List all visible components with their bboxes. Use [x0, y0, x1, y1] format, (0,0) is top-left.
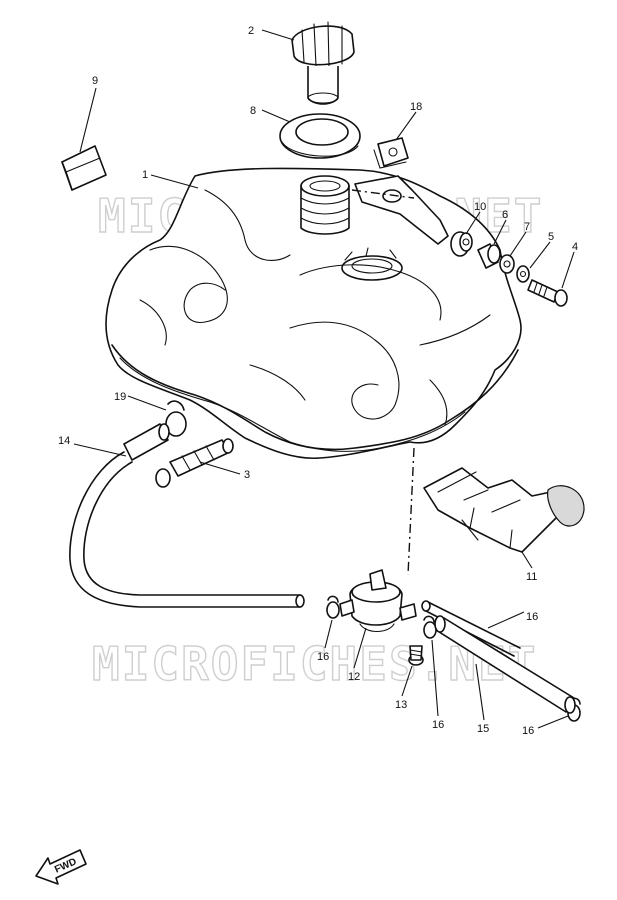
- part-tank-protector: [423, 467, 585, 553]
- part-fuel-hose-short: [434, 615, 576, 714]
- leader-lines: [73, 29, 575, 729]
- callout-2: 2: [248, 25, 254, 37]
- callouts: 2 8 9 18 1 10 6 7 5 4 19 14 3 11 16 16 1…: [58, 25, 578, 737]
- part-fuel-cap: [291, 21, 355, 105]
- centerline-bracket: [351, 189, 415, 199]
- callout-19: 19: [114, 391, 126, 403]
- part-nut-clip: [373, 137, 409, 169]
- callout-4: 4: [572, 241, 578, 253]
- callout-8: 8: [250, 105, 256, 117]
- part-cap-gasket: [279, 113, 361, 159]
- part-clip-16-middle: [423, 615, 437, 639]
- part-damper-rubber: [450, 231, 473, 257]
- part-label-pad: [61, 145, 107, 191]
- part-fuel-strainer: [155, 438, 234, 488]
- callout-17: 16: [526, 611, 538, 623]
- part-clip-19: [165, 400, 187, 437]
- part-clip-16-left: [326, 595, 340, 619]
- fwd-arrow-icon: FWD: [35, 849, 87, 885]
- part-fuel-tank: [105, 167, 522, 460]
- part-collar: [477, 243, 501, 269]
- callout-13: 13: [395, 699, 407, 711]
- callout-18: 18: [410, 101, 422, 113]
- callout-10: 10: [474, 201, 486, 213]
- callout-1: 1: [142, 169, 148, 181]
- callout-11: 11: [526, 571, 537, 583]
- callout-12: 12: [348, 671, 360, 683]
- callout-5: 5: [548, 231, 554, 243]
- callout-15: 15: [477, 723, 489, 735]
- callout-7: 7: [524, 221, 530, 233]
- callout-16-left: 16: [317, 651, 329, 663]
- part-washer: [499, 254, 515, 274]
- callout-14: 14: [58, 435, 70, 447]
- centerline: [407, 447, 415, 576]
- part-fuel-cock: [339, 569, 417, 633]
- part-bolt: [527, 279, 568, 307]
- part-screw: [408, 645, 424, 666]
- callout-3: 3: [244, 469, 250, 481]
- callout-16-right: 16: [522, 725, 534, 737]
- part-washer-small: [516, 265, 530, 283]
- callout-9: 9: [92, 75, 98, 87]
- callout-16-middle: 16: [432, 719, 444, 731]
- callout-6: 6: [502, 209, 508, 221]
- part-fuel-hose-long: [69, 423, 305, 608]
